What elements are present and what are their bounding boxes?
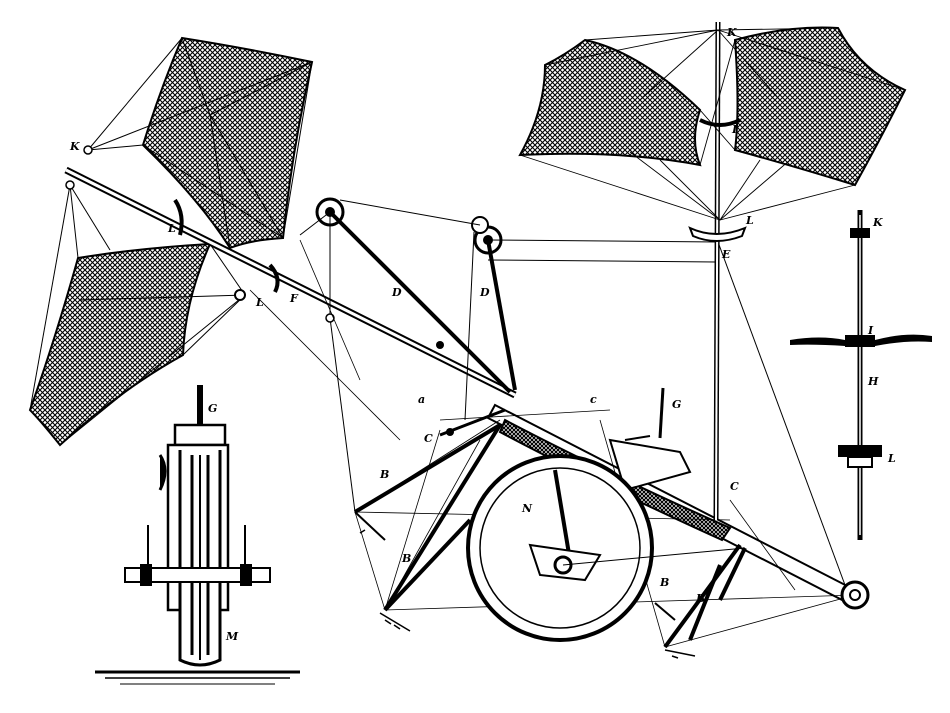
label-b: B bbox=[401, 552, 411, 565]
front-view-detail bbox=[95, 385, 300, 685]
label-k: K bbox=[726, 26, 737, 39]
label-b: B bbox=[695, 592, 705, 605]
label-i: I bbox=[731, 123, 738, 136]
label-e: E bbox=[721, 248, 731, 261]
label-m: M bbox=[225, 630, 239, 643]
label-b: B bbox=[379, 468, 389, 481]
label-g: G bbox=[672, 398, 681, 411]
shaft-detail bbox=[790, 210, 932, 540]
label-b: B bbox=[659, 576, 669, 589]
wheel bbox=[466, 454, 746, 642]
label-k: K bbox=[872, 216, 883, 229]
label-l: L bbox=[255, 296, 264, 309]
label-n: N bbox=[521, 502, 533, 515]
label-k: K bbox=[69, 140, 80, 153]
right-wing-right-sail bbox=[733, 26, 907, 187]
label-c: C bbox=[730, 480, 739, 493]
label-g: G bbox=[208, 402, 217, 415]
left-upper-sail bbox=[141, 36, 314, 250]
label-i: I bbox=[867, 324, 874, 337]
label-f: F bbox=[289, 292, 299, 305]
right-wing-assembly bbox=[518, 21, 907, 521]
left-wing-assembly bbox=[28, 36, 517, 447]
right-wing-left-sail bbox=[518, 38, 702, 167]
diagram-labels: K L L F D D a c C B B N G G K I L E C B … bbox=[69, 26, 896, 643]
label-d: D bbox=[479, 286, 490, 299]
label-l: L bbox=[887, 452, 896, 465]
left-lower-sail bbox=[28, 242, 212, 447]
label-d: D bbox=[391, 286, 402, 299]
label-c: c bbox=[590, 393, 597, 406]
label-l: L bbox=[167, 222, 176, 235]
label-a: a bbox=[418, 393, 425, 406]
label-h: H bbox=[867, 375, 879, 388]
label-c: C bbox=[424, 432, 433, 445]
label-l: L bbox=[745, 214, 754, 227]
